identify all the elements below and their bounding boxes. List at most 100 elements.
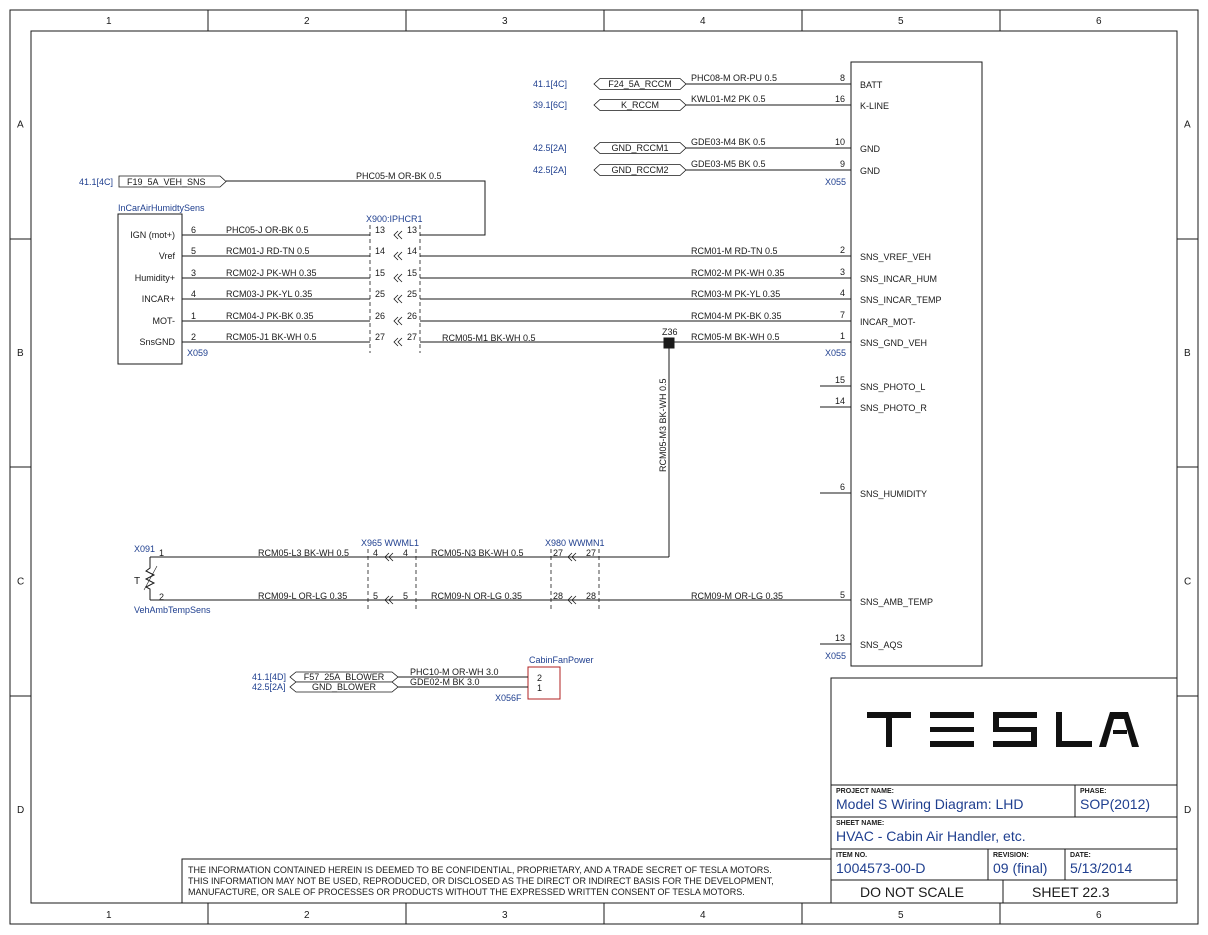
x055-pin-name: INCAR_MOT- (860, 317, 916, 327)
amb-chevron-marks (384, 552, 577, 605)
x900-chevron-b (397, 251, 403, 261)
x900-pin-right: 27 (407, 332, 417, 342)
incar-far-wire-label: RCM01-M RD-TN 0.5 (691, 246, 778, 256)
x900-chevron-a (393, 251, 399, 261)
project-name-label: PROJECT NAME: (836, 788, 894, 795)
incar-far-wire-label: RCM02-M PK-WH 0.35 (691, 268, 785, 278)
x055-pin-name: SNS_INCAR_HUM (860, 274, 937, 284)
x055-pin-number: 16 (835, 94, 845, 104)
feed-signal: GND_RCCM1 (611, 143, 668, 153)
x980-chevron-b (571, 595, 577, 605)
item-no: 1004573-00-D (836, 860, 926, 876)
x900-chevron-a (393, 230, 399, 240)
x900-pin-left: 27 (375, 332, 385, 342)
x965-chevron-a (384, 552, 390, 562)
amb-row2-wire1: RCM09-L OR-LG 0.35 (258, 591, 347, 601)
incar-pin-wire: RCM04-J PK-BK 0.35 (226, 311, 314, 321)
cabin-fan-conn-label: X056F (495, 693, 522, 703)
grid-row-right-C: C (1184, 577, 1191, 588)
x900-chevron-a (393, 273, 399, 283)
incar-sensor: InCarAirHumidtySens X059 41.1[4C] F19_5A… (79, 171, 851, 365)
phase-value: SOP(2012) (1080, 796, 1150, 812)
feed-signal-tag (593, 164, 687, 176)
title-block: PROJECT NAME: Model S Wiring Diagram: LH… (830, 677, 1178, 904)
feed-wire-label: GDE03-M5 BK 0.5 (691, 159, 766, 169)
x900-pin-right: 25 (407, 289, 417, 299)
incar-pin-name: MOT- (153, 316, 176, 326)
x055-pin-number: 10 (835, 137, 845, 147)
incar-sensor-conn-label: X059 (187, 348, 208, 358)
feed-signal: F24_5A_RCCM (608, 79, 672, 89)
sheet-name: HVAC - Cabin Air Handler, etc. (836, 828, 1026, 844)
grid-row-right-D: D (1184, 805, 1191, 816)
x055-pin-name: SNS_AQS (860, 640, 903, 650)
x900-pin-right: 13 (407, 225, 417, 235)
amb-row2-wire2: RCM09-N OR-LG 0.35 (431, 591, 522, 601)
x055-pin-name: GND (860, 166, 881, 176)
cabin-fan-power: CabinFanPower 2 1 X056F 41.1[4D]F57_25A_… (252, 655, 594, 703)
feed-signal-tag (593, 78, 687, 90)
fan-feed-ref: 41.1[4D] (252, 672, 286, 682)
amb-pin1: 1 (159, 548, 164, 558)
x055-pin-number: 3 (840, 267, 845, 277)
disclaimer-line-3: MANUFACTURE, OR SALE OF PROCESSES OR PRO… (188, 887, 745, 897)
grid-col-bottom-5: 5 (898, 910, 904, 921)
incar-pin-name: IGN (mot+) (130, 230, 175, 240)
x055-pin-name: SNS_PHOTO_R (860, 403, 927, 413)
scale-note: DO NOT SCALE (860, 884, 964, 900)
x055-pin-number: 4 (840, 288, 845, 298)
incar-far-wire-label: RCM04-M PK-BK 0.35 (691, 311, 782, 321)
incar-feed-wire (226, 180, 486, 236)
splice-label: Z36 (662, 327, 678, 337)
x965-label: X965 WWML1 (361, 538, 419, 548)
disclaimer-block: THE INFORMATION CONTAINED HEREIN IS DEEM… (181, 858, 832, 904)
x055-pin-name: SNS_PHOTO_L (860, 382, 925, 392)
amb-row2-num2b: 28 (586, 591, 596, 601)
date-value: 5/13/2014 (1070, 860, 1132, 876)
amb-sensor-title: VehAmbTempSens (134, 605, 211, 615)
incar-pin-wire: RCM05-J1 BK-WH 0.5 (226, 332, 317, 342)
grid-col-top-1: 1 (106, 16, 112, 27)
x055-pin-number: 1 (840, 331, 845, 341)
ambient-temp-sensor: X091 VehAmbTempSens T 1 2 X965 WWML1 X98… (134, 538, 851, 615)
grid-col-top-3: 3 (502, 16, 508, 27)
x900-pin-left: 13 (375, 225, 385, 235)
x900-chevron-b (397, 337, 403, 347)
x980-label: X980 WWMN1 (545, 538, 605, 548)
grid-col-top-5: 5 (898, 16, 904, 27)
x900-label: X900:IPHCR1 (366, 214, 423, 224)
x900-pin-right: 15 (407, 268, 417, 278)
x965-chevron-b (388, 552, 394, 562)
amb-row2-num1b: 5 (403, 591, 408, 601)
amb-row1-wire2: RCM05-N3 BK-WH 0.5 (431, 548, 524, 558)
x055-pin-number: 14 (835, 396, 845, 406)
feed-ref: 42.5[2A] (533, 143, 567, 153)
grid-col-top-6: 6 (1096, 16, 1102, 27)
x055-label-top: X055 (825, 177, 846, 187)
amb-row2-wire3: RCM09-M OR-LG 0.35 (691, 591, 783, 601)
sheet-number: SHEET 22.3 (1032, 884, 1110, 900)
fan-feed-signal: GND_BLOWER (312, 682, 377, 692)
incar-pin-number: 2 (191, 332, 196, 342)
incar-pin-number: 6 (191, 225, 196, 235)
incar-pin-wire: RCM02-J PK-WH 0.35 (226, 268, 317, 278)
amb-sensor-symbol: T (134, 576, 140, 587)
cabin-fan-pin-a: 2 (537, 673, 542, 683)
x055-pin-number: 5 (840, 590, 845, 600)
feed-ref: 39.1[6C] (533, 100, 567, 110)
incar-pin-number: 1 (191, 311, 196, 321)
x055-pin-name: SNS_GND_VEH (860, 338, 927, 348)
x980-chevron-a (567, 552, 573, 562)
x980-chevron-b (571, 552, 577, 562)
x055-body (850, 61, 983, 667)
incar-pin-name: Humidity+ (135, 273, 175, 283)
feed-signal: GND_RCCM2 (611, 165, 668, 175)
amb-row1-num1b: 4 (403, 548, 408, 558)
grid-col-bottom-6: 6 (1096, 910, 1102, 921)
disclaimer-box (181, 858, 832, 904)
fan-feed-ref: 42.5[2A] (252, 682, 286, 692)
x055-pin-name: SNS_HUMIDITY (860, 489, 927, 499)
